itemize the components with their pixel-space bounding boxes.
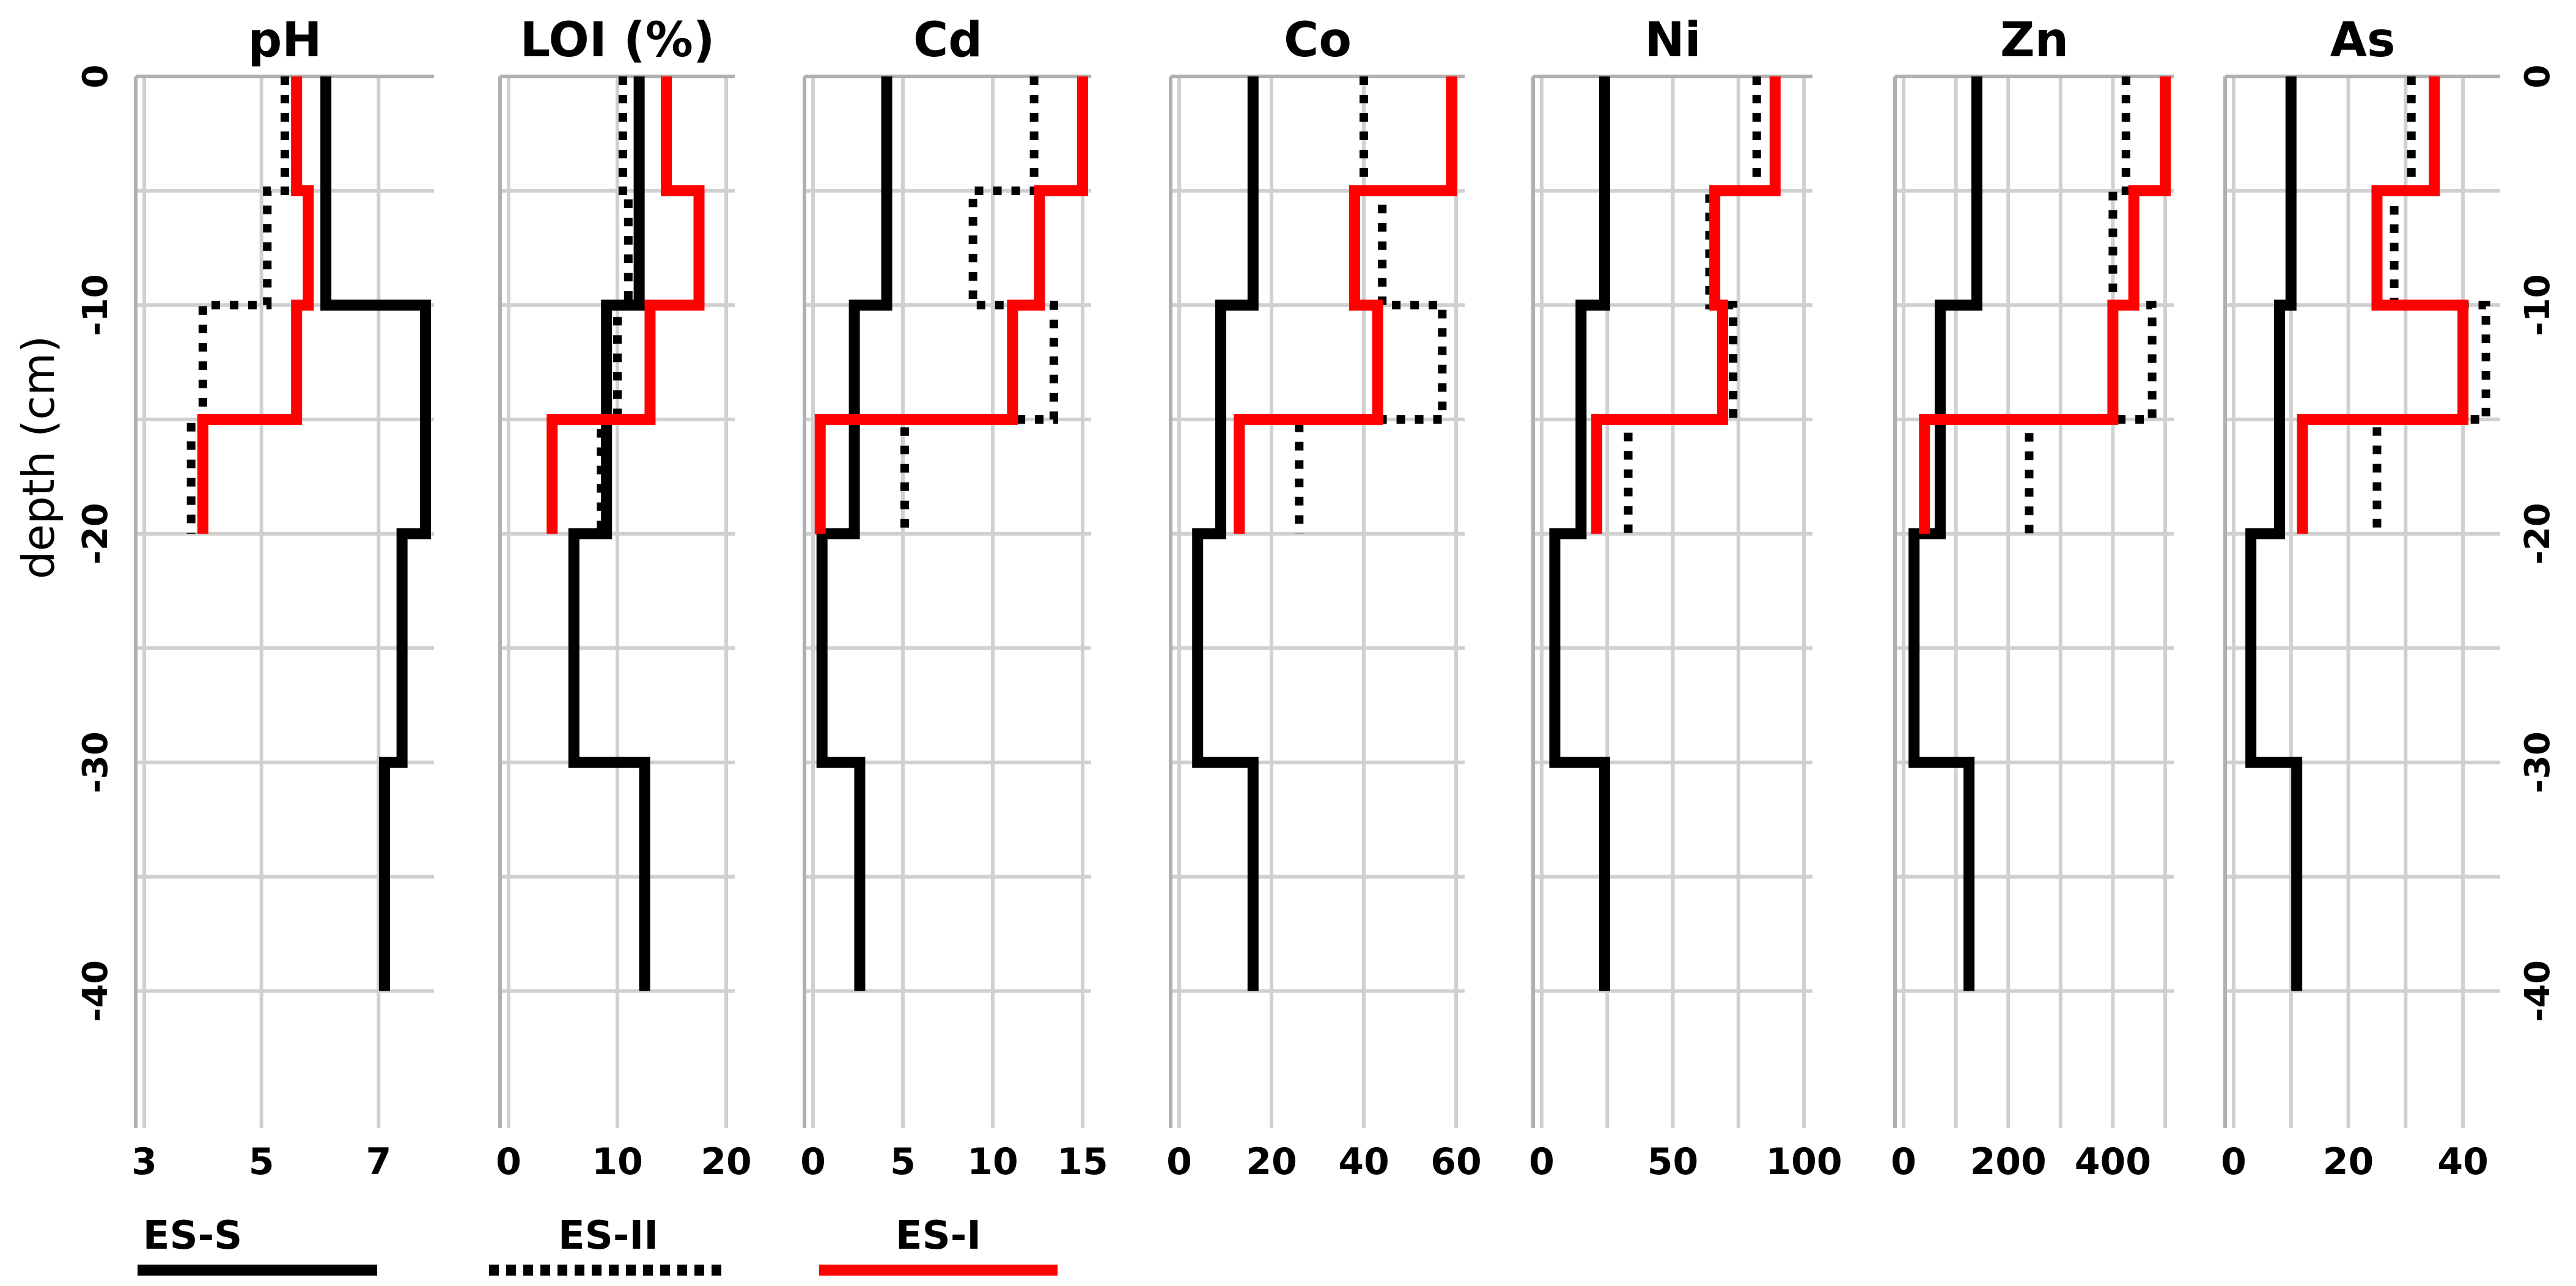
depth-tick-label-left: -40 xyxy=(76,960,116,1022)
x-tick-label: 15 xyxy=(1057,1140,1108,1183)
series-es-i-profile xyxy=(546,76,705,534)
legend: ES-S ES-II ES-I xyxy=(138,1213,1058,1276)
x-tick-label: 200 xyxy=(1970,1140,2047,1183)
series-es-i-profile xyxy=(2297,76,2469,534)
panel-title: Cd xyxy=(913,13,982,68)
depth-tick-label-right: 0 xyxy=(2518,65,2558,89)
axis-layer xyxy=(134,75,2500,1128)
x-tick-label: 0 xyxy=(1891,1140,1916,1183)
series-es-s-profile xyxy=(1549,76,1610,991)
series-es-i-profile xyxy=(1919,76,2171,534)
series-es-s-profile xyxy=(320,76,431,991)
series-layer xyxy=(186,76,2490,991)
depth-tick-label-right: -20 xyxy=(2518,503,2558,564)
x-tick-label: 0 xyxy=(2221,1140,2247,1183)
label-layer: pH 3 5 7 LOI (%) 0 10 20 Cd 0 5 10 15 Co 0 20 40 60 Ni 0 50 1… xyxy=(131,13,2489,1183)
depth-tick-label-right: -10 xyxy=(2518,274,2558,336)
x-tick-label: 20 xyxy=(701,1140,752,1183)
series-es-s-profile xyxy=(568,76,650,991)
series-es-ii-profile xyxy=(186,76,289,534)
panel-title: Co xyxy=(1284,13,1352,68)
series-es-i-profile xyxy=(814,76,1088,534)
y-axis-label: depth (cm) xyxy=(13,336,64,579)
x-tick-label: 20 xyxy=(2323,1140,2374,1183)
depth-tick-label-right: -40 xyxy=(2518,960,2558,1022)
panel-title: As xyxy=(2330,13,2396,68)
panel-title: Ni xyxy=(1644,13,1701,68)
x-tick-label: 400 xyxy=(2075,1140,2151,1183)
x-tick-label: 60 xyxy=(1430,1140,1482,1183)
series-es-i-profile xyxy=(197,76,314,534)
x-tick-label: 100 xyxy=(1765,1140,1842,1183)
x-tick-label: 0 xyxy=(1166,1140,1192,1183)
depth-tick-label-left: 0 xyxy=(76,65,116,89)
grid-layer xyxy=(136,75,2500,1128)
x-tick-label: 0 xyxy=(800,1140,826,1183)
panel-title: LOI (%) xyxy=(520,13,715,68)
x-tick-label: 40 xyxy=(1338,1140,1389,1183)
series-es-s-profile xyxy=(816,76,892,991)
x-tick-label: 3 xyxy=(131,1140,157,1183)
panel-title: Zn xyxy=(2000,13,2069,68)
x-tick-label: 40 xyxy=(2437,1140,2489,1183)
series-es-s-profile xyxy=(1192,76,1259,991)
x-tick-label: 0 xyxy=(496,1140,521,1183)
x-tick-label: 10 xyxy=(967,1140,1018,1183)
series-es-i-profile xyxy=(1234,76,1457,534)
legend-label-es-ii: ES-II xyxy=(558,1213,658,1258)
depth-tick-label-right: -30 xyxy=(2518,731,2558,793)
panel-title: pH xyxy=(248,13,322,68)
x-tick-label: 5 xyxy=(890,1140,916,1183)
x-tick-label: 20 xyxy=(1246,1140,1297,1183)
series-es-s-profile xyxy=(2245,76,2303,991)
x-tick-label: 5 xyxy=(249,1140,274,1183)
x-tick-label: 10 xyxy=(592,1140,643,1183)
legend-label-es-s: ES-S xyxy=(143,1213,242,1258)
legend-label-es-i: ES-I xyxy=(896,1213,981,1258)
series-es-i-profile xyxy=(1591,76,1781,534)
depth-tick-label-left: -30 xyxy=(76,731,116,793)
depth-axis: 0 0 -10 -10 -20 -20 -30 -30 -40 -40 xyxy=(76,65,2558,1022)
x-tick-label: 7 xyxy=(366,1140,391,1183)
x-tick-label: 50 xyxy=(1647,1140,1699,1183)
x-tick-label: 0 xyxy=(1529,1140,1555,1183)
depth-tick-label-left: -20 xyxy=(76,503,116,564)
depth-tick-label-left: -10 xyxy=(76,274,116,336)
